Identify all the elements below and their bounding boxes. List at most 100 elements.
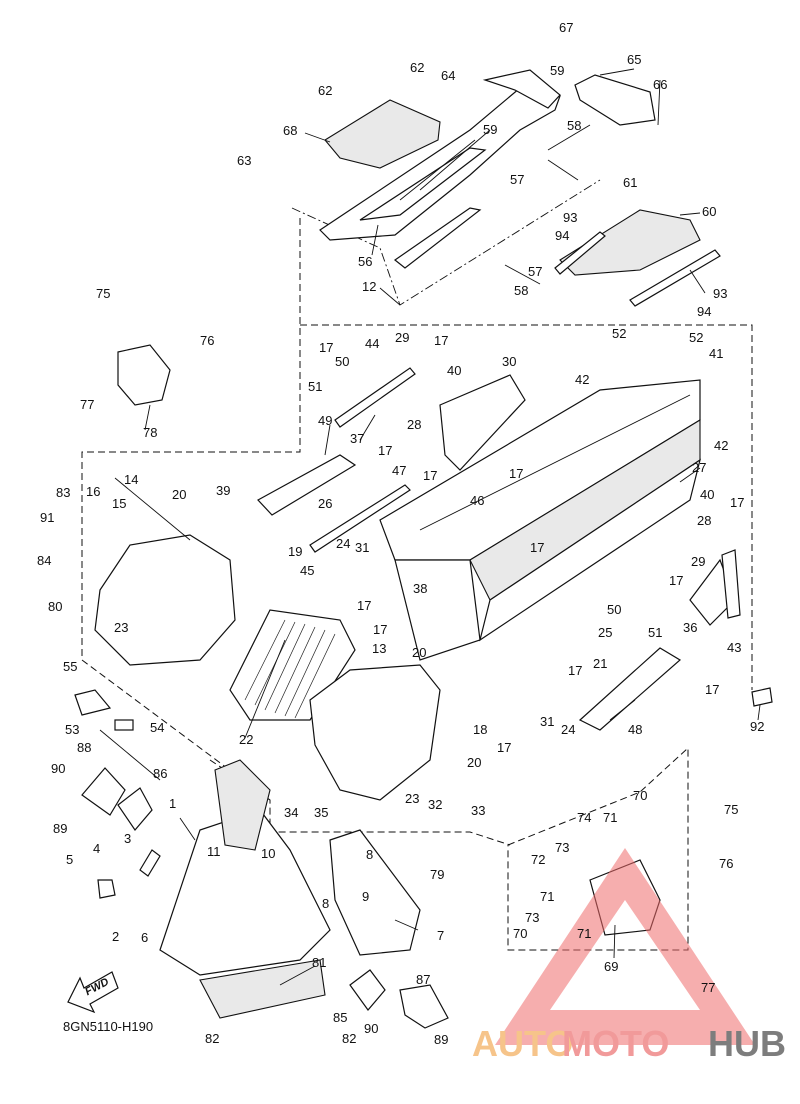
callout-41: 41 (709, 346, 723, 361)
callout-16: 16 (86, 484, 100, 499)
callout-24a: 24 (336, 536, 350, 551)
callout-2: 2 (112, 929, 119, 944)
rail-65 (574, 74, 656, 126)
callout-87: 87 (416, 972, 430, 987)
callout-12: 12 (362, 279, 376, 294)
callout-93b: 93 (713, 286, 727, 301)
callout-94a: 94 (555, 228, 569, 243)
callout-75b: 75 (724, 802, 738, 817)
callout-32: 32 (428, 797, 442, 812)
bracket-group-outline (507, 746, 689, 951)
callout-57a: 57 (510, 172, 524, 187)
callout-59b: 59 (483, 122, 497, 137)
mount-88 (81, 767, 126, 816)
callout-8b: 8 (322, 896, 329, 911)
callout-17g: 17 (530, 540, 544, 555)
callout-88: 88 (77, 740, 91, 755)
callout-70b: 70 (513, 926, 527, 941)
bracket-53 (74, 689, 112, 716)
callout-23b: 23 (405, 791, 419, 806)
callout-28b: 28 (697, 513, 711, 528)
callout-81: 81 (312, 955, 326, 970)
callout-15: 15 (112, 496, 126, 511)
callout-7: 7 (437, 928, 444, 943)
callout-40a: 40 (447, 363, 461, 378)
front-chassis-1 (159, 809, 331, 976)
seat-pan (324, 99, 441, 169)
callout-17j: 17 (373, 622, 387, 637)
callout-27: 27 (692, 460, 706, 475)
callout-51a: 51 (308, 379, 322, 394)
clip-4 (97, 879, 116, 899)
callout-1: 1 (169, 796, 176, 811)
callout-9: 9 (362, 889, 369, 904)
callout-18: 18 (473, 722, 487, 737)
callout-5: 5 (66, 852, 73, 867)
callout-58b: 58 (514, 283, 528, 298)
mount-85 (349, 969, 386, 1011)
callout-62b: 62 (318, 83, 332, 98)
callout-57b: 57 (528, 264, 542, 279)
callout-4: 4 (93, 841, 100, 856)
cover-7 (329, 829, 421, 956)
callout-55: 55 (63, 659, 77, 674)
watermark-moto: MOTO (562, 1023, 669, 1064)
callout-53: 53 (65, 722, 79, 737)
callout-71a: 71 (603, 810, 617, 825)
callout-40b: 40 (700, 487, 714, 502)
callout-37: 37 (350, 431, 364, 446)
main-tunnel (379, 379, 701, 661)
callout-82b: 82 (342, 1031, 356, 1046)
tunnel-cover-60 (559, 209, 701, 276)
callout-63: 63 (237, 153, 251, 168)
callout-93a: 93 (563, 210, 577, 225)
slide-rail-26 (309, 484, 411, 553)
watermark-triangle-icon (495, 848, 755, 1045)
callout-60: 60 (702, 204, 716, 219)
callout-59a: 59 (550, 63, 564, 78)
callout-76b: 76 (719, 856, 733, 871)
seat-rail-guide (291, 179, 601, 306)
callout-17l: 17 (705, 682, 719, 697)
watermark-logo: AUTO MOTO HUB (472, 848, 786, 1064)
callout-66: 66 (653, 77, 667, 92)
plate-49 (257, 454, 357, 516)
callout-67: 67 (559, 20, 573, 35)
callout-58a: 58 (567, 118, 581, 133)
callout-90a: 90 (51, 761, 65, 776)
callout-72: 72 (531, 852, 545, 867)
callout-31b: 31 (540, 714, 554, 729)
callout-39: 39 (216, 483, 230, 498)
pad-54 (114, 719, 134, 731)
callout-17d: 17 (423, 468, 437, 483)
callout-80: 80 (48, 599, 62, 614)
callout-17c: 17 (378, 443, 392, 458)
callout-50a: 50 (335, 354, 349, 369)
rear-seat-frame (319, 69, 561, 269)
callout-17m: 17 (497, 740, 511, 755)
callout-28a: 28 (407, 417, 421, 432)
callout-10: 10 (261, 846, 275, 861)
callout-17e: 17 (509, 466, 523, 481)
callout-26: 26 (318, 496, 332, 511)
callout-90b: 90 (364, 1021, 378, 1036)
callout-42a: 42 (575, 372, 589, 387)
callout-73a: 73 (555, 840, 569, 855)
callout-78: 78 (143, 425, 157, 440)
callout-68: 68 (283, 123, 297, 138)
callout-20a: 20 (172, 487, 186, 502)
bracket-3 (139, 849, 161, 877)
callout-83: 83 (56, 485, 70, 500)
callout-17i: 17 (357, 598, 371, 613)
fwd-arrow: FWD (67, 971, 119, 1014)
callout-20c: 20 (467, 755, 481, 770)
callout-29a: 29 (395, 330, 409, 345)
callout-49: 49 (318, 413, 332, 428)
callout-51b: 51 (648, 625, 662, 640)
callout-75a: 75 (96, 286, 110, 301)
callout-13: 13 (372, 641, 386, 656)
rail-43 (721, 549, 741, 619)
callout-64: 64 (441, 68, 455, 83)
